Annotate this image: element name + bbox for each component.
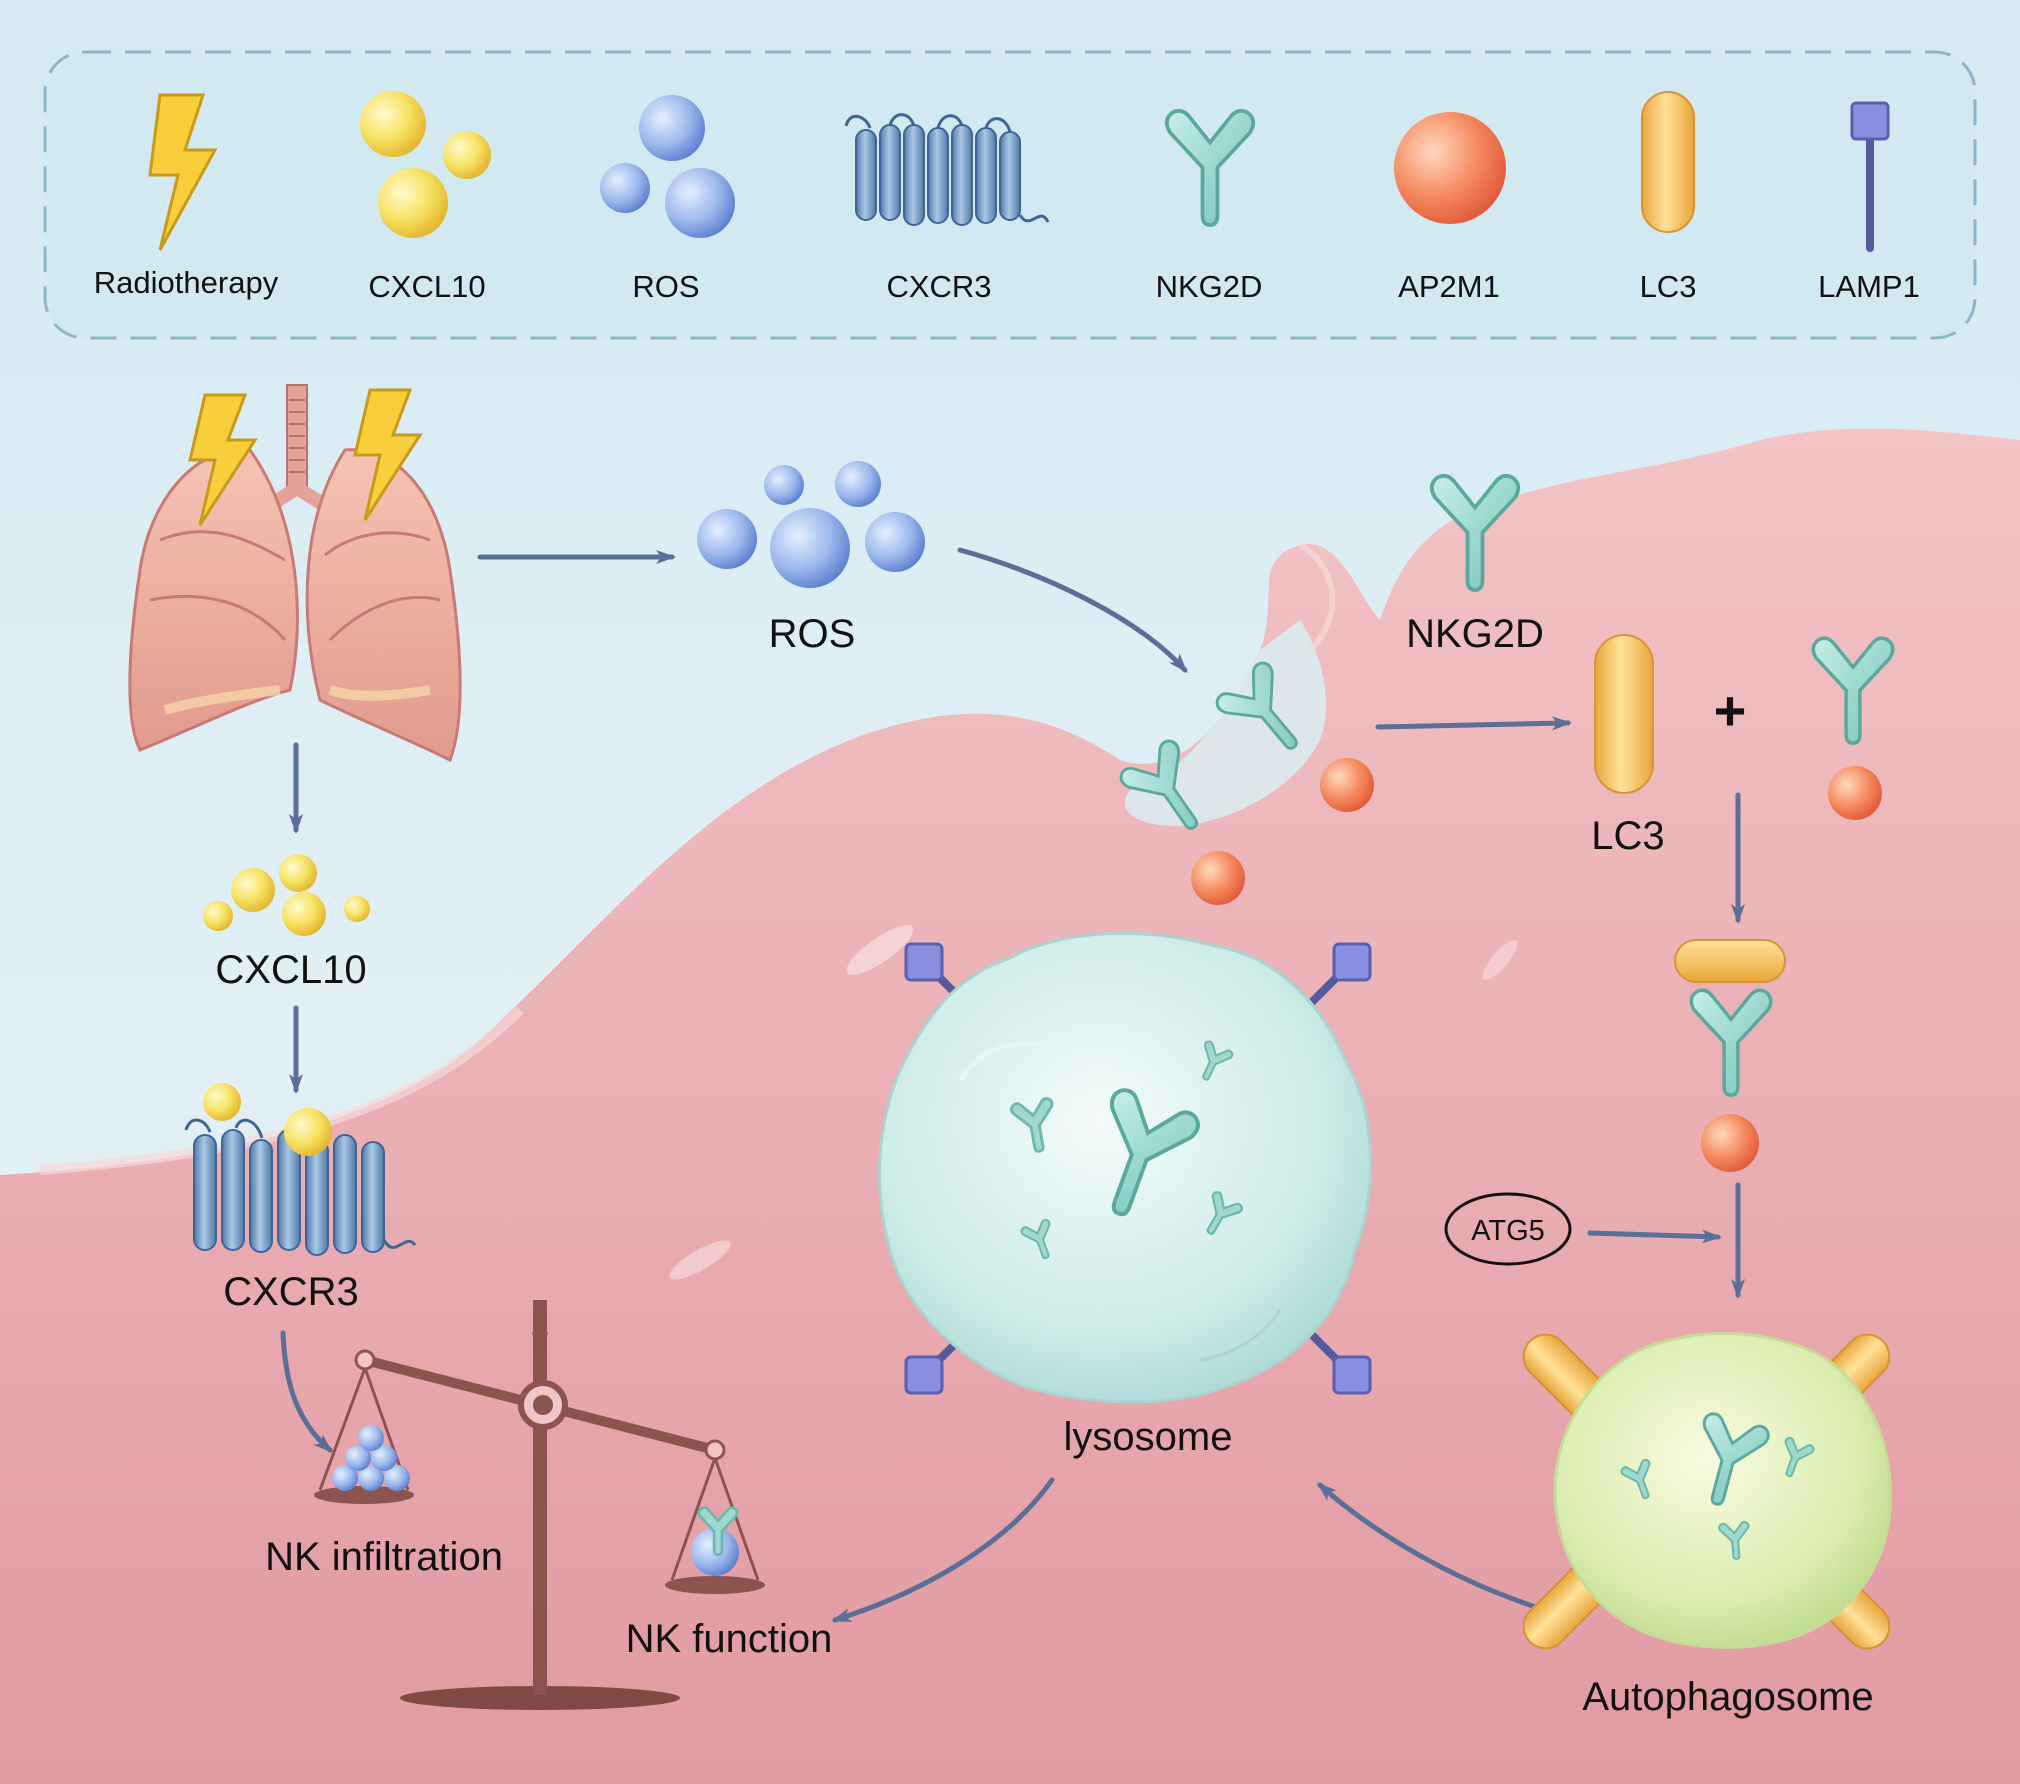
label-nkg2d: NKG2D bbox=[1406, 612, 1544, 656]
legend-label-cxcl10: CXCL10 bbox=[368, 269, 485, 304]
yellow-spheres-icon bbox=[360, 91, 491, 238]
arrow-autophagosome-to-lysosome bbox=[1317, 1482, 1548, 1613]
label-autophagosome: Autophagosome bbox=[1582, 1675, 1873, 1719]
label-nk-infiltration: NK infiltration bbox=[265, 1535, 503, 1579]
nkg2d-ap2m1-pair-icon bbox=[1811, 636, 1895, 820]
legend-label-ros: ROS bbox=[632, 269, 699, 304]
label-ros: ROS bbox=[769, 612, 856, 656]
nkg2d-ap2m1-complex-left bbox=[1116, 736, 1245, 905]
autophagosome-organelle bbox=[1522, 1332, 1893, 1650]
nkg2d-ap2m1-complex-right bbox=[1211, 657, 1374, 812]
label-cxcl10: CXCL10 bbox=[215, 948, 366, 992]
legend-label-radiotherapy: Radiotherapy bbox=[94, 265, 279, 300]
arrow-atg5-to-autophagosome bbox=[1587, 1229, 1722, 1244]
legend-label-cxcr3: CXCR3 bbox=[886, 269, 991, 304]
atg5-badge bbox=[1444, 1192, 1572, 1266]
arrow-to-lc3 bbox=[1375, 716, 1572, 731]
legend-label-lc3: LC3 bbox=[1640, 269, 1697, 304]
arrow-ros-to-membrane bbox=[957, 547, 1188, 673]
cxcr3-receptor-bound bbox=[184, 1083, 417, 1256]
legend-label-ap2m1: AP2M1 bbox=[1398, 269, 1500, 304]
plus-sign: + bbox=[1714, 679, 1747, 742]
balance-scale-icon bbox=[314, 1300, 765, 1710]
ros-cluster bbox=[697, 461, 925, 588]
nk-cells-stack-icon bbox=[332, 1425, 410, 1491]
lightning-bolt-icon bbox=[148, 93, 218, 251]
cxcl10-cluster bbox=[203, 854, 370, 936]
radiotherapy-bolt-left-icon bbox=[188, 393, 258, 526]
lungs-illustration bbox=[128, 384, 462, 763]
blue-spheres-icon bbox=[600, 95, 735, 238]
label-nk-function: NK function bbox=[626, 1617, 833, 1661]
lc3-capsule-icon bbox=[1594, 634, 1654, 794]
legend-label-lamp1: LAMP1 bbox=[1818, 269, 1920, 304]
legend-label-nkg2d: NKG2D bbox=[1156, 269, 1263, 304]
nk-cell-function-icon bbox=[691, 1506, 739, 1576]
lysosome-organelle bbox=[877, 926, 1388, 1411]
radiotherapy-bolt-right-icon bbox=[353, 388, 423, 521]
transmembrane-receptor-icon bbox=[844, 113, 1050, 226]
orange-sphere-icon bbox=[1394, 112, 1506, 224]
label-lysosome: lysosome bbox=[1064, 1415, 1233, 1459]
lollipop-protein-icon bbox=[1850, 101, 1890, 252]
label-cxcr3: CXCR3 bbox=[223, 1270, 359, 1314]
label-atg5: ATG5 bbox=[1471, 1215, 1545, 1247]
label-lc3: LC3 bbox=[1591, 814, 1664, 858]
arrow-lysosome-to-nk-function bbox=[831, 1477, 1055, 1623]
yellow-capsule-icon bbox=[1641, 91, 1695, 233]
arrows bbox=[280, 547, 1745, 1623]
lc3-nkg2d-ap2m1-complex bbox=[1674, 939, 1786, 1172]
arrow-cxcr3-to-infiltration bbox=[280, 1330, 334, 1453]
